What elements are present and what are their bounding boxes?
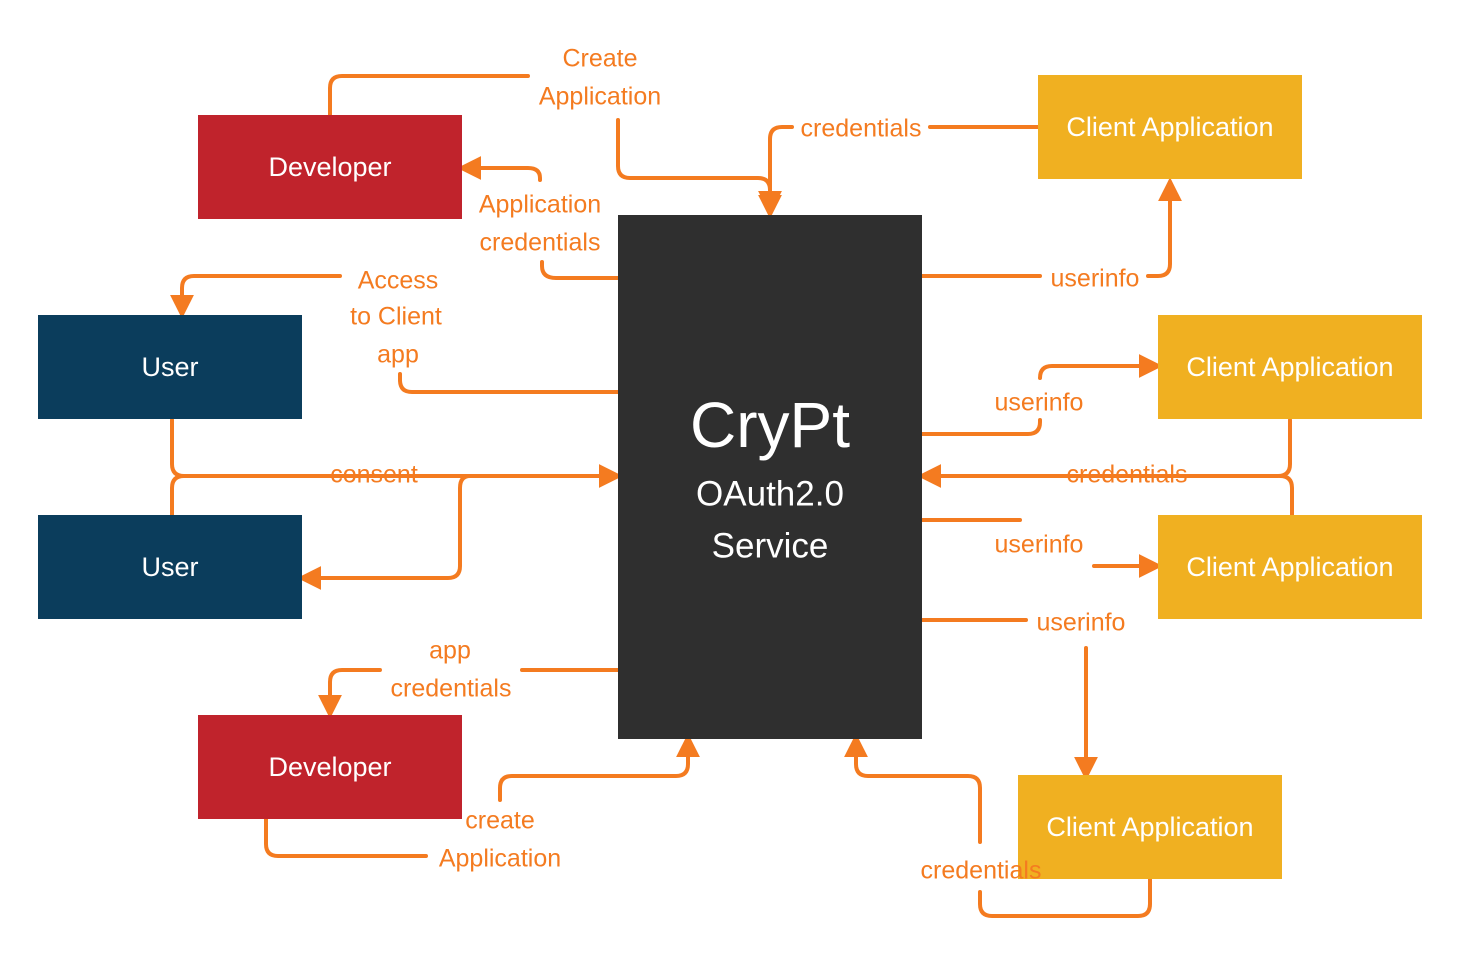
edge-userinfo-client1-up	[1146, 177, 1182, 278]
label-application-credentials-2: credentials	[480, 229, 601, 257]
node-client-3: Client Application	[1158, 515, 1422, 619]
label-create-application-top-2: Application	[539, 83, 661, 111]
edge-app-credentials-bottom-left	[318, 668, 382, 719]
service-box: CryPt OAuth2.0 Service	[618, 215, 922, 739]
developer-bottom-label: Developer	[268, 752, 391, 782]
service-title: CryPt	[690, 389, 850, 461]
edges	[170, 74, 1294, 918]
label-consent: consent	[330, 461, 418, 489]
developer-top-label: Developer	[268, 152, 391, 182]
node-developer-bottom: Developer	[198, 715, 462, 819]
label-create-application-top-1: Create	[562, 45, 637, 73]
service-line1: OAuth2.0	[696, 474, 844, 513]
user-top-label: User	[141, 352, 198, 382]
edge-credentials-client4	[978, 876, 1152, 918]
edge-create-application-top-down	[616, 118, 782, 219]
client-3-label: Client Application	[1186, 552, 1393, 582]
client-2-label: Client Application	[1186, 352, 1393, 382]
label-create-application-bottom-1: create	[465, 807, 534, 835]
label-access-2: to Client	[350, 303, 442, 331]
label-app-credentials-bottom-1: app	[429, 637, 471, 665]
client-4-label: Client Application	[1046, 812, 1253, 842]
edge-application-credentials	[457, 156, 542, 182]
label-credentials-client4: credentials	[921, 857, 1042, 885]
edge-consent-user-bottom	[170, 474, 186, 518]
label-application-credentials-1: Application	[479, 191, 601, 219]
edge-userinfo-client2	[918, 418, 1042, 436]
edge-service-user-bottom	[297, 474, 472, 590]
edge-create-application-bottom	[264, 816, 428, 858]
node-user-top: User	[38, 315, 302, 419]
edge-access-client-app	[170, 274, 342, 319]
service-rect	[618, 215, 922, 739]
node-developer-top: Developer	[198, 115, 462, 219]
label-userinfo-client3: userinfo	[995, 531, 1084, 559]
label-userinfo-client4: userinfo	[1037, 609, 1126, 637]
edge-userinfo-client2-right	[1038, 354, 1163, 380]
node-client-1: Client Application	[1038, 75, 1302, 179]
label-access-1: Access	[358, 267, 439, 295]
edge-application-credentials-tail	[540, 260, 622, 280]
edge-labels: Create Application Application credentia…	[330, 45, 1187, 885]
label-access-3: app	[377, 341, 419, 369]
label-userinfo-client2: userinfo	[995, 389, 1084, 417]
label-create-application-bottom-2: Application	[439, 845, 561, 873]
node-user-bottom: User	[38, 515, 302, 619]
user-bottom-label: User	[141, 552, 198, 582]
edge-create-application-top	[328, 74, 530, 118]
edge-credentials-client3	[1278, 474, 1294, 518]
client-1-label: Client Application	[1066, 112, 1273, 142]
edge-access-client-app-tail	[398, 372, 622, 394]
node-client-2: Client Application	[1158, 315, 1422, 419]
edge-credentials-client1-down	[758, 125, 794, 215]
label-credentials-client1: credentials	[801, 115, 922, 143]
edge-create-application-bottom-up	[498, 733, 700, 802]
label-app-credentials-bottom-2: credentials	[391, 675, 512, 703]
label-userinfo-client1: userinfo	[1051, 265, 1140, 293]
node-client-4: Client Application	[1018, 775, 1282, 879]
service-line2: Service	[712, 526, 829, 565]
edge-credentials-client4-up	[844, 733, 982, 844]
label-credentials-client2: credentials	[1067, 461, 1188, 489]
